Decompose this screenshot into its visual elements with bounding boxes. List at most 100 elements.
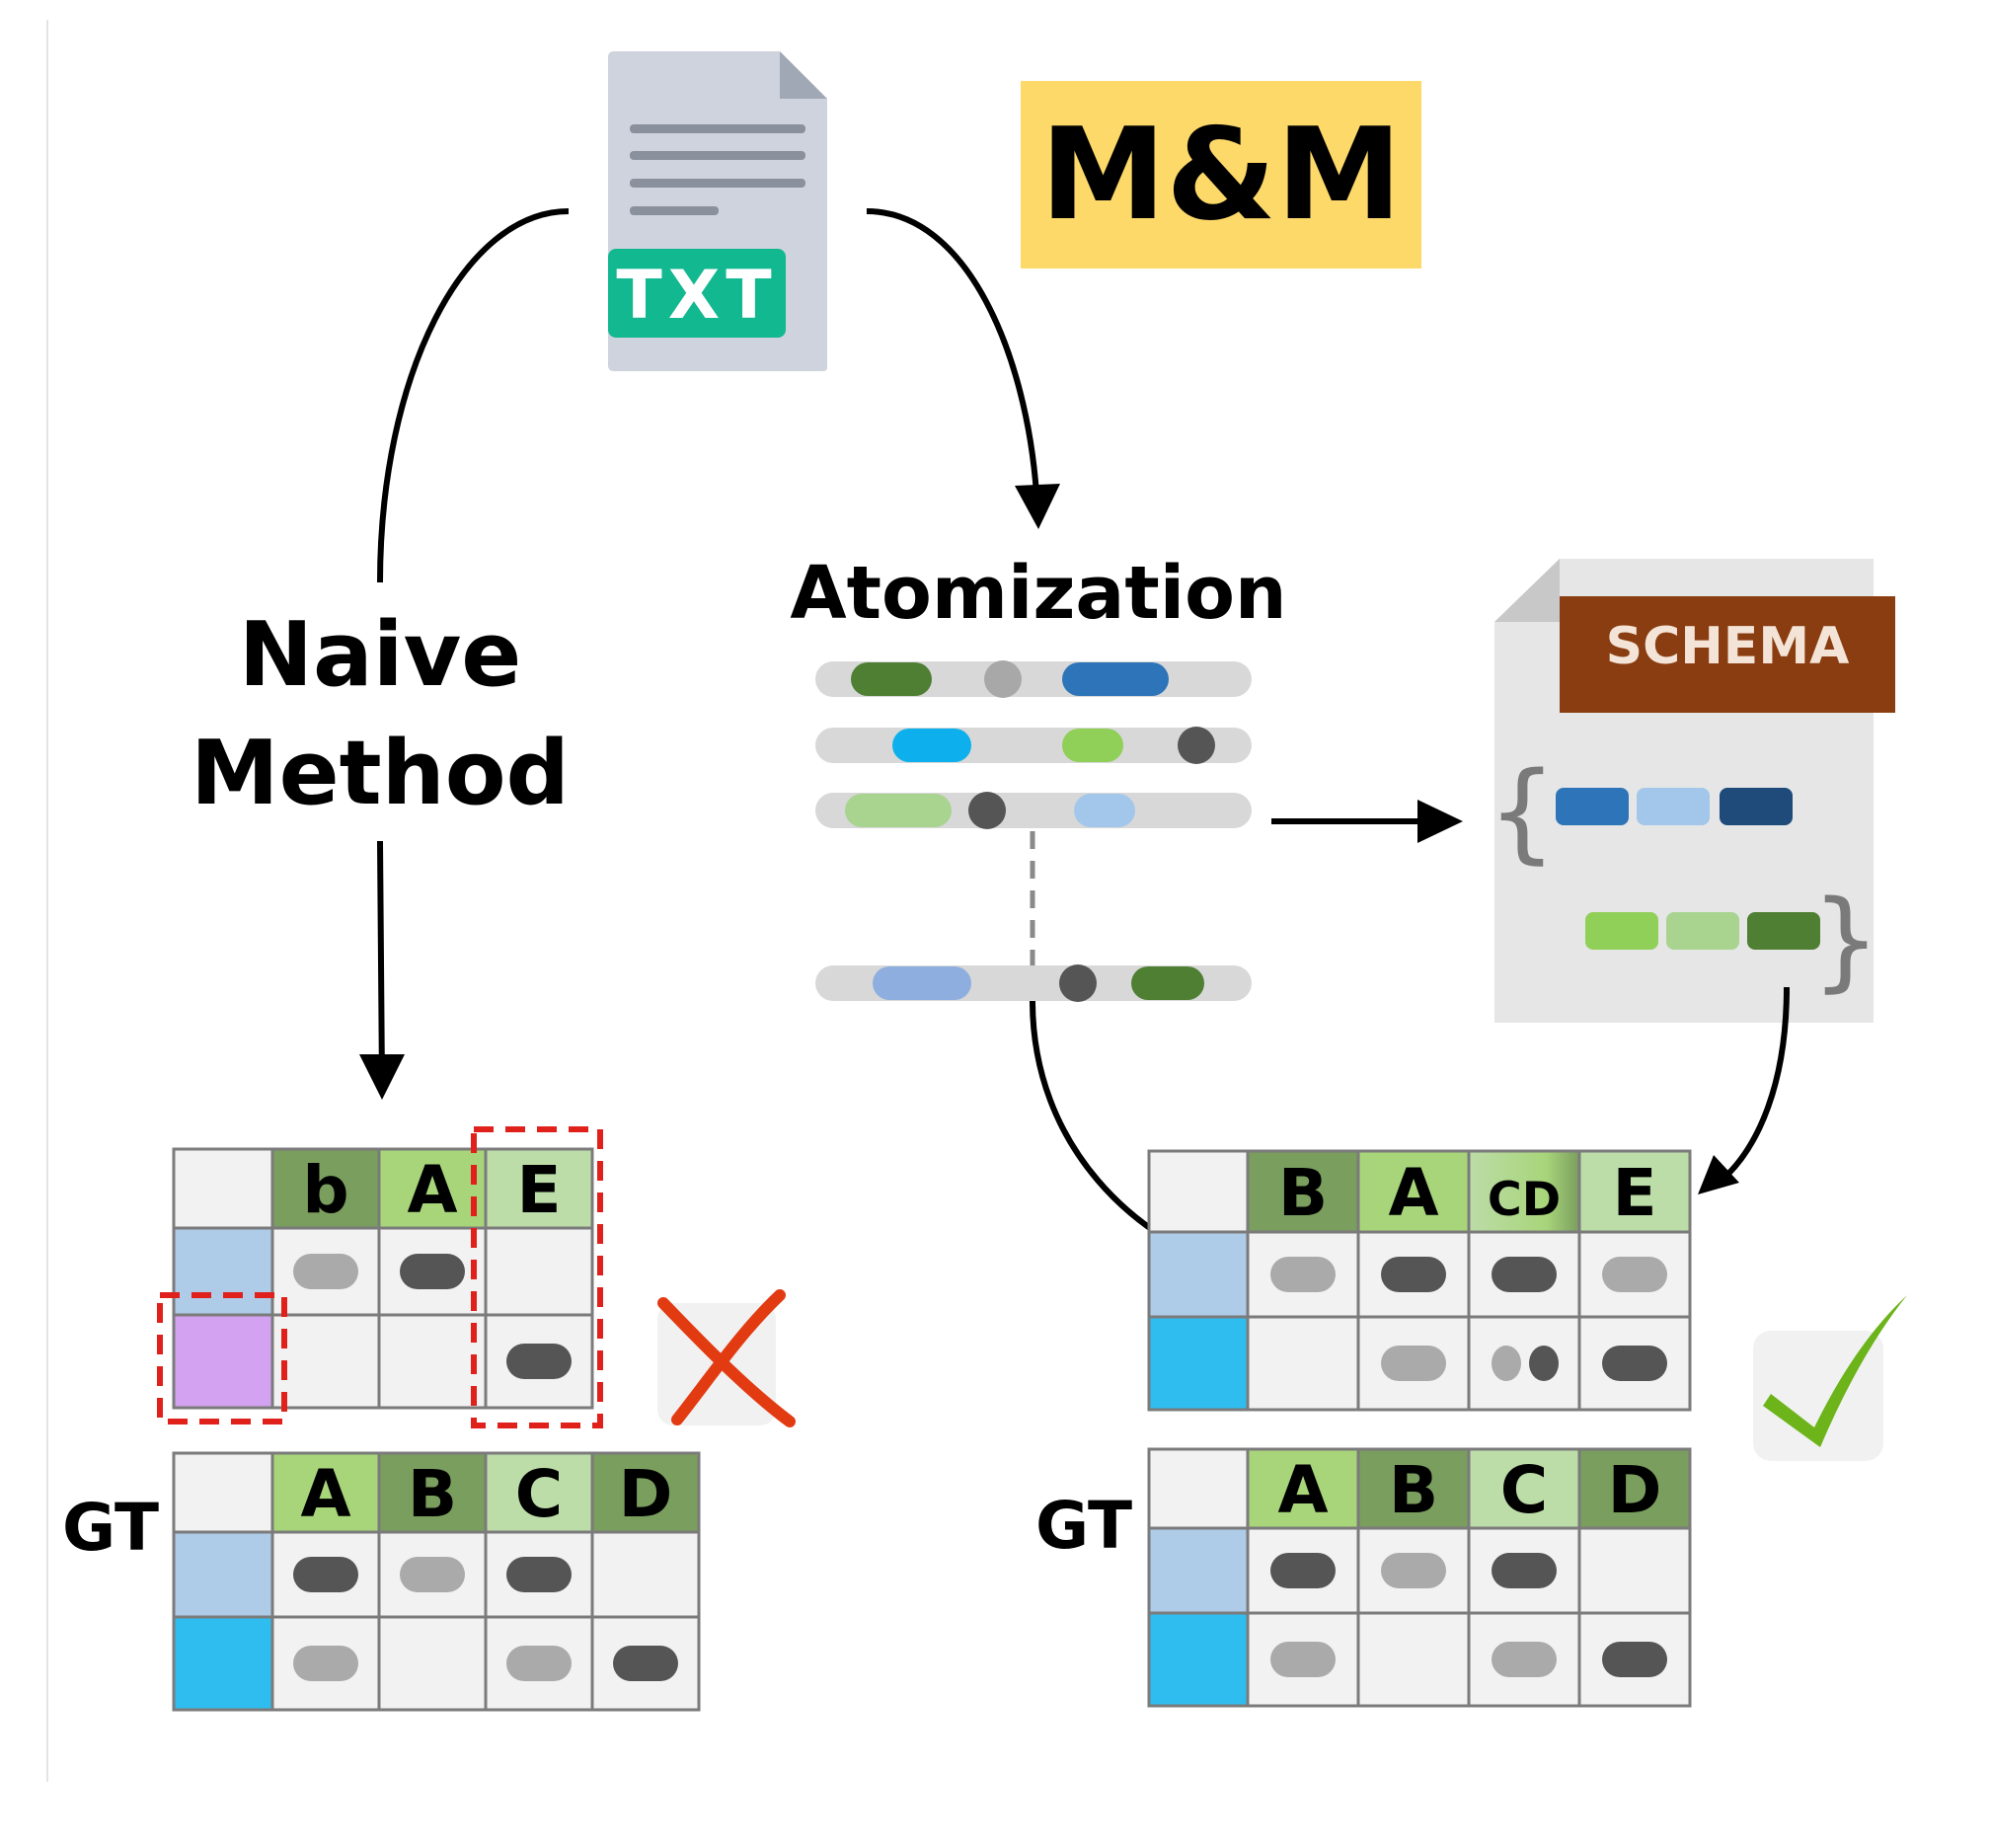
row-header-cell xyxy=(172,1615,274,1712)
header-cell xyxy=(484,1147,594,1230)
header-label: B xyxy=(408,1456,457,1532)
header-label: b xyxy=(302,1152,348,1228)
header-cell xyxy=(1467,1149,1581,1234)
title-badge-text: M&M xyxy=(1040,102,1402,249)
header-cell xyxy=(1246,1447,1360,1530)
schema-document: SCHEMA { } xyxy=(1488,559,1895,1023)
cell-value-pill xyxy=(506,1646,572,1681)
atom-pill xyxy=(1062,662,1169,696)
schema-to-table-curve xyxy=(1724,986,1790,1178)
cell-value-pill xyxy=(1270,1642,1336,1677)
atom-pill xyxy=(873,966,971,1000)
txt-badge-label: TXT xyxy=(616,257,777,335)
header-label: D xyxy=(619,1456,673,1532)
cell-value-pill xyxy=(1492,1642,1557,1677)
header-label: A xyxy=(300,1456,350,1532)
header-label: A xyxy=(407,1152,457,1228)
header-label: C xyxy=(515,1456,563,1532)
atom-pill xyxy=(1074,794,1135,827)
header-cell xyxy=(1356,1149,1471,1234)
corner-cell xyxy=(1147,1447,1250,1530)
atomization-arrow-head xyxy=(1015,484,1060,529)
table-cell xyxy=(1356,1611,1471,1708)
cell-value-pill xyxy=(1381,1553,1446,1588)
header-label: E xyxy=(516,1152,561,1228)
atom-pill xyxy=(851,662,932,696)
header-label: D xyxy=(1608,1452,1662,1528)
cell-value-pill xyxy=(1602,1346,1667,1381)
row-header-cell xyxy=(1147,1526,1250,1615)
atom-dot xyxy=(984,660,1022,698)
row-header-cell xyxy=(172,1530,274,1619)
corner-cell xyxy=(172,1451,274,1534)
corner-cell xyxy=(1147,1149,1250,1234)
atom-pill xyxy=(1062,729,1123,762)
cell-value-pill xyxy=(1492,1257,1557,1292)
header-cell xyxy=(377,1147,488,1230)
table-cell xyxy=(377,1313,488,1410)
schema-open-brace: { xyxy=(1488,748,1557,875)
table-cell xyxy=(590,1530,701,1619)
cell-value-pill xyxy=(506,1344,572,1379)
atom-pill xyxy=(845,794,952,827)
header-label: CD xyxy=(1488,1173,1561,1227)
atomization-label: Atomization xyxy=(790,551,1286,636)
row-header-cell xyxy=(172,1313,274,1410)
cell-value-pill xyxy=(1381,1257,1446,1292)
cell-value-pill xyxy=(1529,1346,1559,1381)
cell-value-pill xyxy=(400,1557,465,1592)
atom-pill xyxy=(892,729,971,762)
atom-bars xyxy=(815,660,1252,1002)
header-cell xyxy=(590,1451,701,1534)
text-file-icon: TXT xyxy=(608,51,827,371)
title-badge xyxy=(1021,81,1421,269)
header-label: A xyxy=(1277,1452,1328,1528)
checkmark-icon xyxy=(1753,1295,1907,1461)
table-cell xyxy=(1467,1315,1581,1412)
table-cell xyxy=(270,1226,381,1317)
naive-label-line1: Naive xyxy=(239,603,522,707)
cell-value-pill xyxy=(1602,1642,1667,1677)
cell-value-pill xyxy=(1381,1346,1446,1381)
schema-close-brace: } xyxy=(1811,877,1880,1003)
atoms-to-schema-head xyxy=(1417,800,1463,843)
atom-dot xyxy=(1178,727,1215,764)
cell-value-pill xyxy=(1492,1346,1521,1381)
naive-down-arrow xyxy=(377,840,385,1085)
cell-value-pill xyxy=(1492,1553,1557,1588)
table-cell xyxy=(1577,1526,1692,1615)
row-header-cell xyxy=(1147,1611,1250,1708)
header-cell xyxy=(484,1451,594,1534)
cell-value-pill xyxy=(293,1557,358,1592)
cell-value-pill xyxy=(1602,1257,1667,1292)
cell-value-pill xyxy=(400,1254,465,1289)
header-label: A xyxy=(1388,1155,1438,1231)
cell-value-pill xyxy=(1270,1257,1336,1292)
table-cell xyxy=(270,1313,381,1410)
schema-to-table-head xyxy=(1698,1155,1739,1194)
naive-arrow-head xyxy=(359,1054,405,1100)
header-label: B xyxy=(1389,1452,1438,1528)
header-label: B xyxy=(1278,1155,1328,1231)
curve-to-naive xyxy=(377,208,570,583)
header-cell xyxy=(1577,1149,1692,1234)
naive-label-line2: Method xyxy=(191,722,570,825)
table-cell xyxy=(1246,1230,1360,1319)
cell-value-pill xyxy=(293,1254,358,1289)
header-cell xyxy=(270,1451,381,1534)
corner-cell xyxy=(172,1147,274,1230)
cross-icon xyxy=(657,1289,796,1427)
cell-value-pill xyxy=(613,1646,678,1681)
header-label: E xyxy=(1612,1155,1656,1231)
atom-dot xyxy=(968,792,1006,829)
table-cell xyxy=(484,1226,594,1317)
atom-dot xyxy=(1059,964,1097,1002)
table-cell xyxy=(1246,1315,1360,1412)
curve-to-atomization xyxy=(866,208,1039,495)
cell-value-pill xyxy=(506,1557,572,1592)
table-cell xyxy=(377,1615,488,1712)
